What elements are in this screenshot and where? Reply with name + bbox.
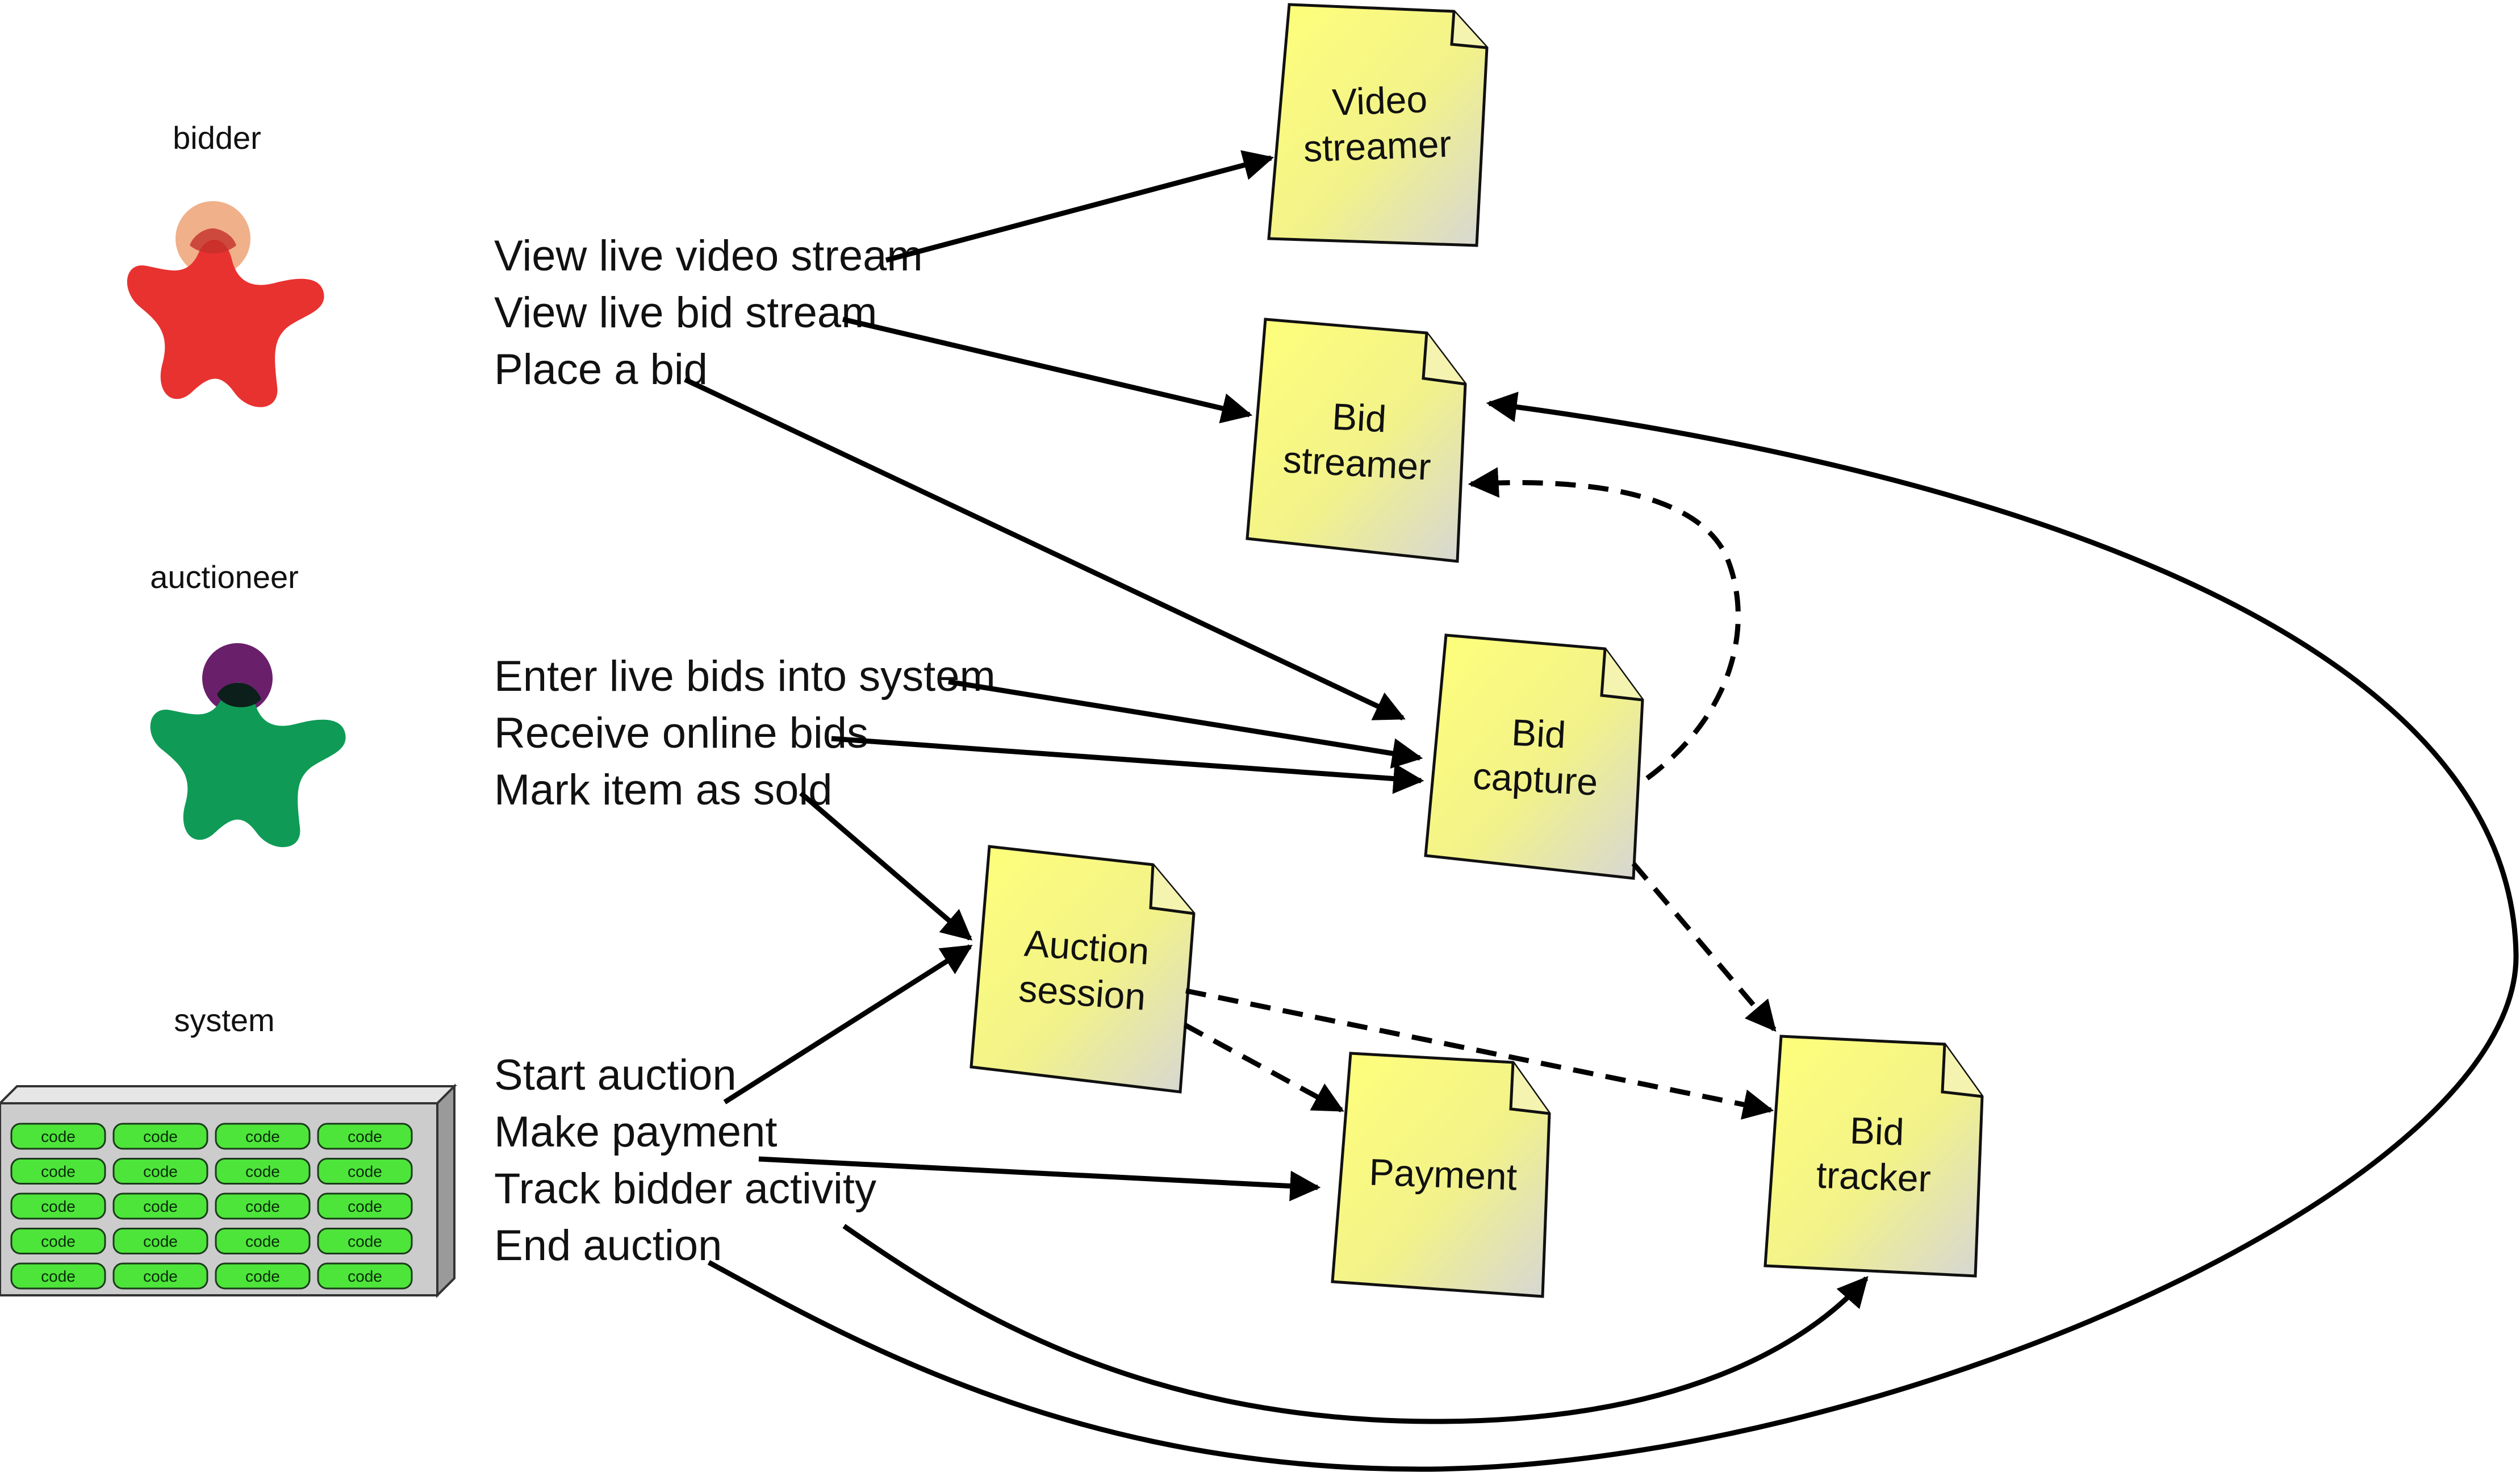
component-payment: Payment xyxy=(1331,1052,1551,1298)
actor-label-system: system xyxy=(174,1002,274,1038)
bid-streamer-line2: streamer xyxy=(1282,438,1432,488)
code-chip-label: code xyxy=(245,1198,280,1215)
code-chip-label: code xyxy=(245,1128,280,1145)
action-mark-item-sold: Mark item as sold xyxy=(494,766,833,814)
code-chip-label: code xyxy=(348,1163,382,1181)
action-enter-live-bids: Enter live bids into system xyxy=(494,652,996,700)
payment-line1: Payment xyxy=(1368,1150,1518,1198)
component-auction-session: Auction session xyxy=(969,845,1196,1094)
actor-bidder: bidder xyxy=(127,120,324,407)
code-chip-label: code xyxy=(348,1267,382,1285)
arrow-session-to-tracker xyxy=(1185,988,1774,1120)
code-chip: code xyxy=(317,1228,413,1254)
code-chip: code xyxy=(317,1192,413,1220)
code-chip: code xyxy=(317,1262,413,1290)
component-video-streamer: Video streamer xyxy=(1267,3,1489,247)
action-view-video-stream: View live video stream xyxy=(494,232,923,280)
video-streamer-line1: Video xyxy=(1331,78,1428,123)
code-chip: code xyxy=(215,1123,311,1150)
solid-arrows xyxy=(684,150,2519,1472)
code-chip: code xyxy=(317,1123,413,1150)
bid-streamer-line1: Bid xyxy=(1331,395,1388,440)
dashed-arrows xyxy=(1183,467,1777,1120)
action-view-bid-stream: View live bid stream xyxy=(494,289,877,337)
action-start-auction: Start auction xyxy=(494,1051,737,1099)
arrow-make-payment xyxy=(758,1156,1321,1202)
actor-label-bidder: bidder xyxy=(173,120,261,156)
arrow-video-stream xyxy=(885,150,1274,263)
code-chip-label: code xyxy=(245,1233,280,1250)
action-end-auction: End auction xyxy=(494,1221,722,1270)
action-track-bidder-activity: Track bidder activity xyxy=(494,1165,876,1213)
bid-tracker-line2: tracker xyxy=(1816,1154,1932,1200)
code-chip-label: code xyxy=(143,1163,178,1181)
arrow-bid-stream xyxy=(842,316,1253,424)
arrow-mark-item-sold xyxy=(799,791,973,941)
code-chip-label: code xyxy=(41,1198,76,1215)
auctioneer-actions: Enter live bids into system Receive onli… xyxy=(494,652,996,814)
code-chip: code xyxy=(112,1192,208,1220)
component-bid-streamer: Bid streamer xyxy=(1246,318,1467,563)
auction-session-line1: Auction xyxy=(1023,921,1151,972)
code-chip-label: code xyxy=(143,1198,178,1215)
action-receive-online-bids: Receive online bids xyxy=(494,709,868,757)
code-chip: code xyxy=(10,1123,106,1150)
auctioneer-figure-icon xyxy=(150,643,346,848)
action-make-payment: Make payment xyxy=(494,1108,777,1156)
bidder-figure-icon xyxy=(127,201,324,407)
code-chip: code xyxy=(215,1228,311,1254)
arrow-end-auction xyxy=(707,391,2519,1472)
action-place-bid: Place a bid xyxy=(494,345,708,394)
arrow-capture-to-tracker xyxy=(1631,862,1777,1032)
actor-auctioneer: auctioneer xyxy=(150,559,346,848)
server-rack-icon: code code code code code code code code code code… xyxy=(0,1083,457,1298)
arrow-start-auction xyxy=(723,944,973,1104)
arrow-enter-live-bids xyxy=(948,679,1423,769)
code-chip-label: code xyxy=(41,1233,76,1250)
code-chip-label: code xyxy=(143,1267,178,1285)
code-chip-label: code xyxy=(348,1128,382,1145)
code-chip: code xyxy=(215,1262,311,1290)
arrow-track-bidder-activity xyxy=(842,1224,1869,1424)
code-chip: code xyxy=(112,1123,208,1150)
code-chip: code xyxy=(215,1192,311,1220)
component-bid-capture: Bid capture xyxy=(1424,633,1644,880)
code-chip: code xyxy=(215,1158,311,1185)
code-chip: code xyxy=(10,1158,106,1185)
code-chip-label: code xyxy=(143,1233,178,1250)
actor-label-auctioneer: auctioneer xyxy=(150,559,299,595)
code-chip: code xyxy=(10,1262,106,1290)
code-chip-label: code xyxy=(41,1163,76,1181)
code-chip: code xyxy=(112,1228,208,1254)
code-chip-label: code xyxy=(41,1128,76,1145)
code-chip-label: code xyxy=(41,1267,76,1285)
bid-capture-line2: capture xyxy=(1472,754,1599,803)
bid-tracker-line1: Bid xyxy=(1849,1109,1905,1153)
arrow-receive-online-bids xyxy=(831,736,1424,794)
arrow-place-bid xyxy=(684,377,1406,721)
code-chip-grid: code code code code code code code code code code… xyxy=(10,1123,413,1290)
bid-capture-line1: Bid xyxy=(1511,711,1567,756)
code-chip: code xyxy=(10,1192,106,1220)
code-chip: code xyxy=(10,1228,106,1254)
system-actions: Start auction Make payment Track bidder … xyxy=(494,1051,876,1270)
arrow-session-to-payment xyxy=(1183,1023,1344,1112)
code-chip-label: code xyxy=(143,1128,178,1145)
code-chip-label: code xyxy=(245,1267,280,1285)
code-chip-label: code xyxy=(348,1198,382,1215)
video-streamer-line2: streamer xyxy=(1303,122,1452,169)
bidder-actions: View live video stream View live bid str… xyxy=(494,232,923,394)
code-chip: code xyxy=(112,1262,208,1290)
auction-session-line2: session xyxy=(1017,967,1147,1018)
code-chip: code xyxy=(317,1158,413,1185)
component-bid-tracker: Bid tracker xyxy=(1763,1035,1984,1278)
code-chip: code xyxy=(112,1158,208,1185)
code-chip-label: code xyxy=(348,1233,382,1250)
code-chip-label: code xyxy=(245,1163,280,1181)
